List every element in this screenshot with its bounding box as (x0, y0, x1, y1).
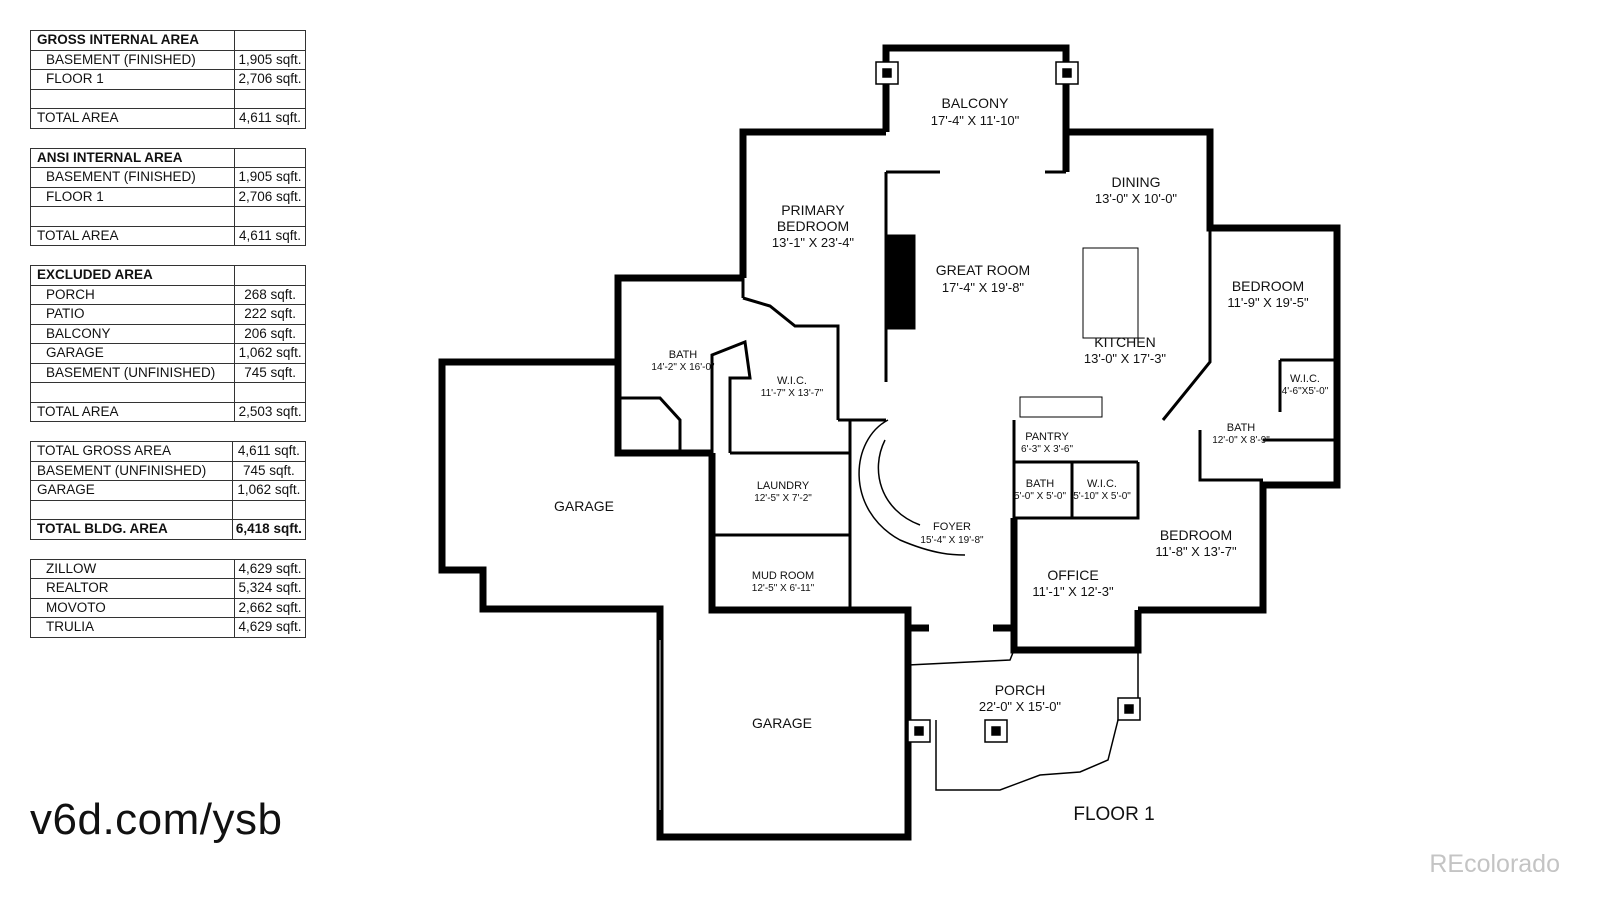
bedroom-dims: 11'-9" X 19'-5" (1227, 295, 1309, 310)
bath-dims: 14'-2" X 16'-0" (651, 362, 715, 373)
area-value: 4,629 sqft. (234, 617, 306, 638)
area-value: 745 sqft. (231, 460, 307, 481)
kitchen-dims: 13'-0" X 17'-3" (1084, 351, 1167, 366)
bath-dims: 5'-0" X 5'-0" (1014, 491, 1067, 502)
office-dims: 11'-1" X 12'-3" (1032, 584, 1114, 599)
area-label: GARAGE (29, 343, 236, 364)
area-value: 2,503 sqft. (234, 401, 306, 422)
area-label: TOTAL AREA (29, 401, 236, 422)
area-value: 2,706 sqft. (234, 69, 306, 90)
dining-dims: 13'-0" X 10'-0" (1095, 191, 1178, 206)
primary-bedroom-label-2: BEDROOM (777, 218, 849, 234)
watermark-url: v6d.com/ysb (30, 795, 283, 844)
exterior-walls (438, 44, 1341, 841)
area-label: TOTAL AREA (29, 108, 236, 129)
area-label: ANSI INTERNAL AREA (29, 147, 236, 168)
spiral-stair (858, 419, 966, 556)
porch-outline (907, 649, 1139, 791)
balcony-label: BALCONY (942, 95, 1010, 111)
floor-label: FLOOR 1 (1073, 804, 1154, 825)
wic-dims: 11'-7" X 13'-7" (761, 388, 824, 399)
area-value: 6,418 sqft. (231, 519, 307, 540)
area-label: FLOOR 1 (29, 69, 236, 90)
bedroom-label: BEDROOM (1160, 527, 1232, 543)
porch-label: PORCH (995, 682, 1046, 698)
area-value: 1,905 sqft. (234, 167, 306, 188)
pantry-label: PANTRY (1025, 431, 1069, 443)
porch-dims: 22'-0" X 15'-0" (979, 699, 1062, 714)
area-label: TRULIA (29, 617, 236, 638)
wic-dims: 4'-6"X5'-0" (1282, 386, 1329, 397)
laundry-label: LAUNDRY (757, 480, 810, 492)
mud-room-label: MUD ROOM (752, 570, 814, 582)
area-table-row: BASEMENT (FINISHED)1,905 sqft. (29, 49, 306, 70)
area-table-row: GROSS INTERNAL AREA (29, 30, 306, 51)
primary-bedroom-label: PRIMARY (781, 202, 845, 218)
garage-label: GARAGE (554, 498, 614, 514)
balcony-dims: 17'-4" X 11'-10" (931, 113, 1020, 128)
bath-label: BATH (1227, 422, 1256, 434)
area-value: 4,611 sqft. (234, 108, 306, 129)
brand-logo: REcolorado (1429, 850, 1560, 878)
laundry-dims: 12'-5" X 7'-2" (754, 493, 812, 504)
posts (875, 61, 1141, 743)
foyer-dims: 15'-4" X 19'-8" (920, 535, 984, 546)
garage-label: GARAGE (752, 715, 812, 731)
wic-label: W.I.C. (777, 375, 807, 387)
dining-label: DINING (1112, 174, 1161, 190)
pantry-dims: 6'-3" X 3'-6" (1021, 444, 1074, 455)
area-value: 1,062 sqft. (234, 343, 306, 364)
primary-bedroom-dims: 13'-1" X 23'-4" (772, 235, 855, 250)
bath-label: BATH (1026, 478, 1055, 490)
office-label: OFFICE (1047, 567, 1098, 583)
bath-dims: 12'-0" X 8'-9" (1212, 435, 1270, 446)
area-value: 268 sqft. (234, 284, 306, 305)
wic-dims: 5'-10" X 5'-0" (1073, 491, 1131, 502)
wic-label: W.I.C. (1087, 478, 1117, 490)
area-label: BALCONY (29, 323, 236, 344)
bedroom-dims: 11'-8" X 13'-7" (1155, 544, 1237, 559)
wic-label: W.I.C. (1290, 373, 1320, 385)
bath-label: BATH (669, 349, 698, 361)
room-labels: BALCONY 17'-4" X 11'-10" DINING 13'-0" X… (554, 95, 1329, 825)
area-value: 4,629 sqft. (234, 558, 306, 579)
foyer-label: FOYER (933, 521, 971, 533)
area-value: 222 sqft. (234, 304, 306, 325)
kitchen-label: KITCHEN (1094, 334, 1155, 350)
mud-room-dims: 12'-5" X 6'-11" (752, 583, 815, 594)
area-value: 4,611 sqft. (234, 225, 306, 246)
area-table-row: ANSI INTERNAL AREA (29, 147, 306, 168)
great-room-dims: 17'-4" X 19'-8" (942, 280, 1025, 295)
great-room-label: GREAT ROOM (936, 262, 1030, 278)
area-label: TOTAL AREA (29, 225, 236, 246)
bedroom-label: BEDROOM (1232, 278, 1304, 294)
interior-walls (618, 170, 1337, 612)
area-label: BASEMENT (FINISHED) (29, 167, 236, 188)
area-table-row: BASEMENT (FINISHED)1,905 sqft. (29, 167, 306, 188)
area-value: 1,062 sqft. (231, 480, 307, 501)
